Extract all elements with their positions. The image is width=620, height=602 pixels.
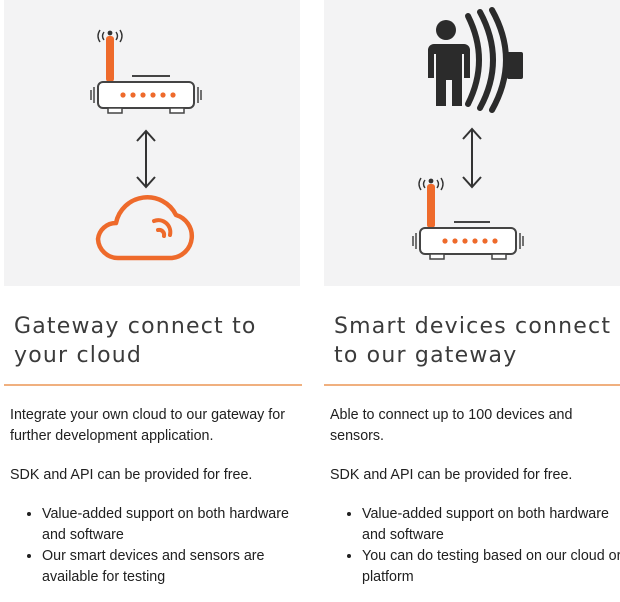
card-sdk-note: SDK and API can be provided for free. [330,467,573,483]
list-item: Value-added support on both hardware and… [42,504,302,546]
card-devices-gateway: Smart devices connect to our gateway Abl… [324,0,620,588]
card-description: Integrate your own cloud to our gateway … [10,407,285,444]
card-sdk-note: SDK and API can be provided for free. [10,467,253,483]
list-item: Value-added support on both hardware and… [362,504,620,546]
card-description: Able to connect up to 100 devices and se… [330,407,573,444]
card-title: Smart devices connect to our gateway [334,314,612,368]
double-arrow-icon [136,129,156,189]
double-arrow-icon [462,127,482,189]
illustration-panel [4,0,300,286]
card-body: Able to connect up to 100 devices and se… [330,405,620,588]
router-icon [412,177,524,260]
illustration-panel [324,0,620,286]
list-item: Our smart devices and sensors are availa… [42,546,302,588]
list-item: You can do testing based on our cloud or… [362,546,620,588]
divider [324,384,620,386]
person-signal-icon [428,7,523,113]
divider [4,384,302,386]
card-body: Integrate your own cloud to our gateway … [10,405,302,588]
feature-list: Value-added support on both hardware and… [10,504,302,588]
card-title: Gateway connect to your cloud [14,314,257,368]
router-icon [90,29,202,114]
cloud-icon [95,195,194,261]
feature-list: Value-added support on both hardware and… [330,504,620,588]
card-gateway-cloud: Gateway connect to your cloud Integrate … [4,0,302,588]
